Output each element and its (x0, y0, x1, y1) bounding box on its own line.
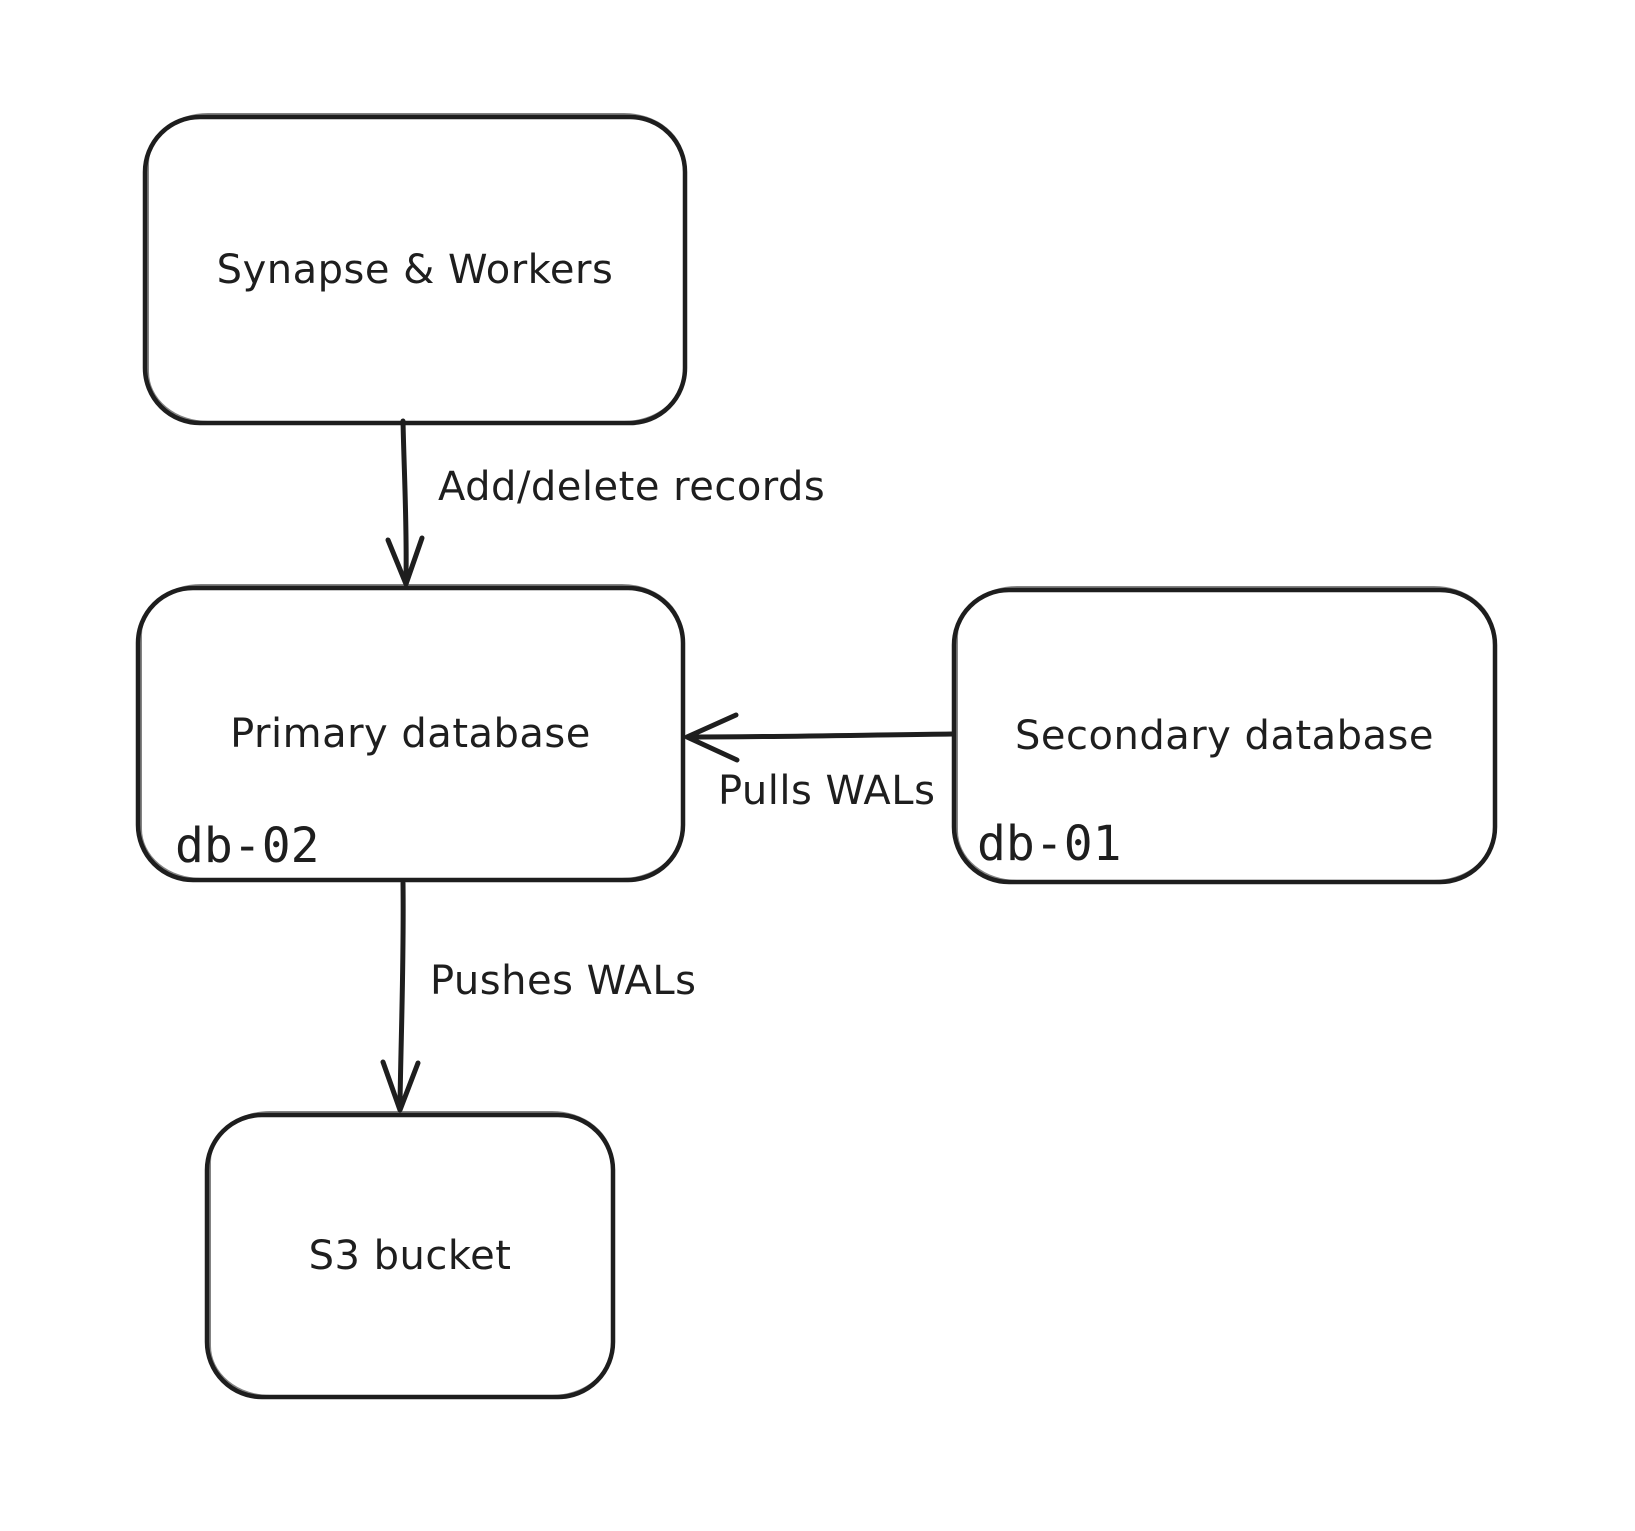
pushes-wals-arrow[interactable] (380, 880, 421, 1113)
s3-bucket-box[interactable] (204, 1111, 616, 1400)
synapse-workers-box[interactable] (142, 113, 688, 426)
pulls-wals-arrow[interactable] (684, 712, 955, 763)
secondary-database-box[interactable] (951, 586, 1498, 885)
primary-database-box[interactable] (135, 584, 686, 883)
add-delete-records-arrow[interactable] (385, 418, 425, 587)
